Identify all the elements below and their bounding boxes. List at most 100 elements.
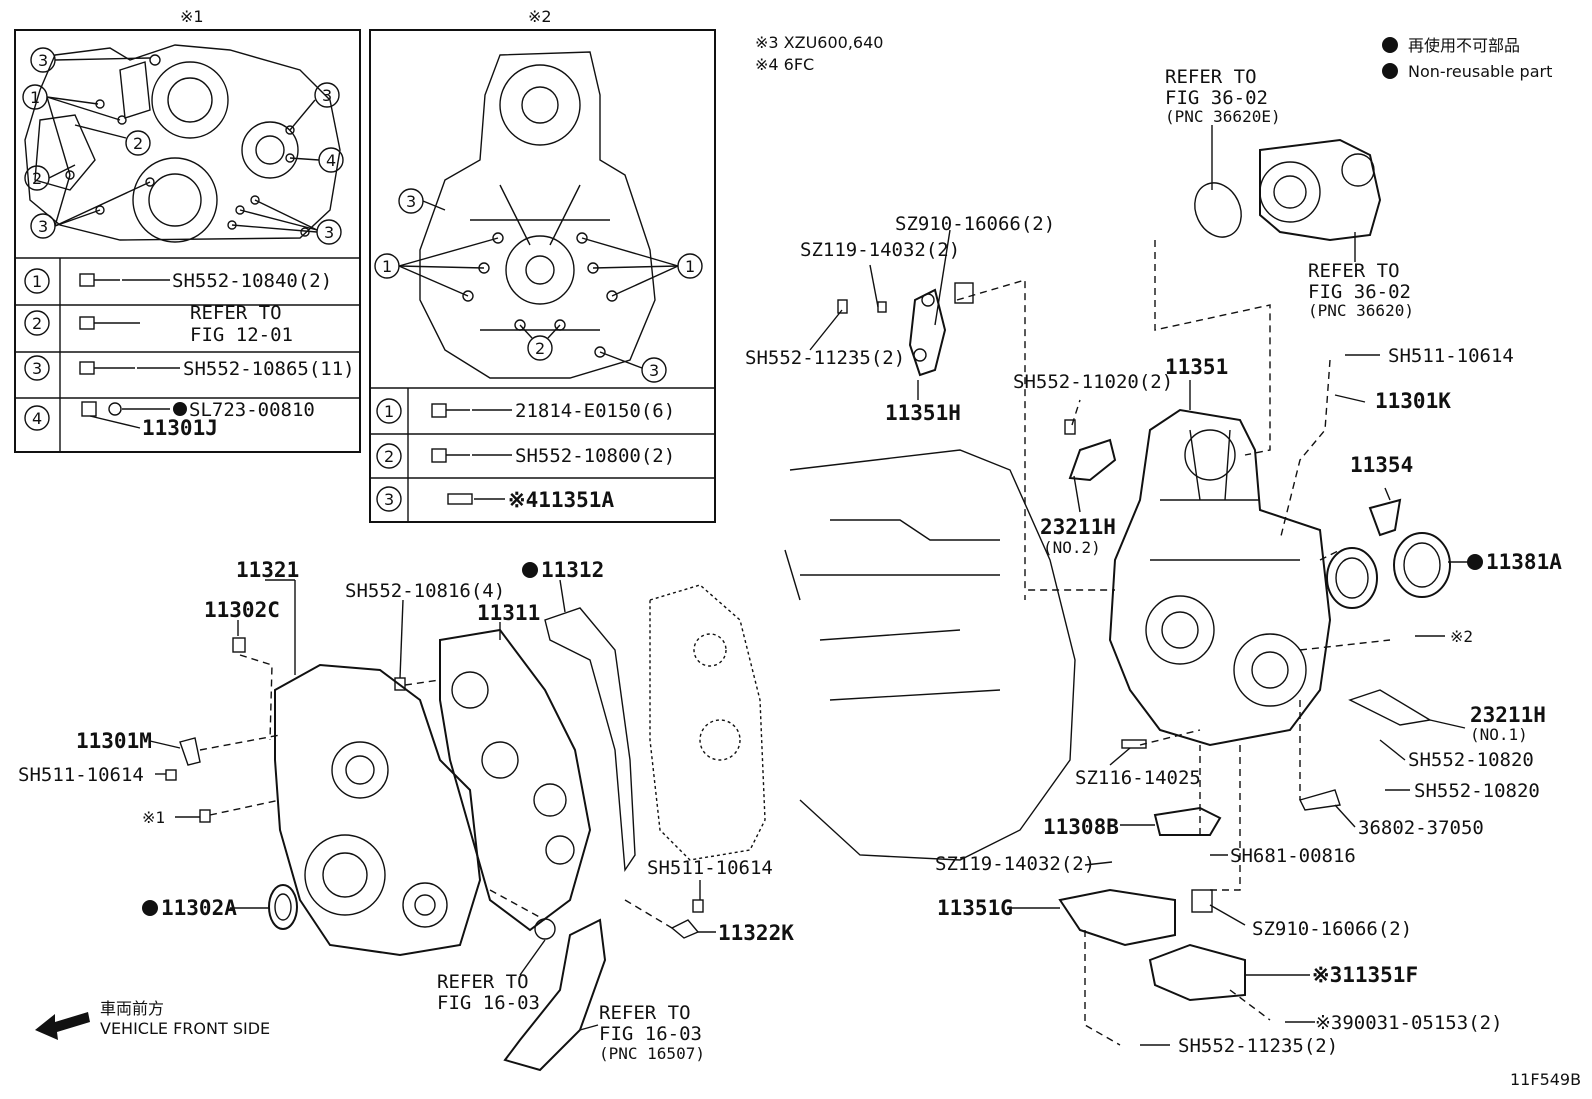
bolt-icon	[199, 809, 211, 823]
label-sh511-10614-right: SH511-10614	[1388, 345, 1514, 367]
svg-text:SL723-00810: SL723-00810	[189, 399, 315, 421]
label-11322K: 11322K	[718, 921, 794, 945]
svg-text:1: 1	[685, 257, 695, 276]
label-11351: 11351	[1165, 355, 1228, 379]
label-11301M: 11301M	[76, 729, 152, 753]
label-11354: 11354	[1350, 453, 1413, 477]
part-labels-left: 11321 11302C SH552-10816(4) 11311 11312 …	[18, 558, 794, 1063]
inset1-frame	[14, 29, 361, 453]
engine-block-outline	[784, 449, 1076, 861]
label-sh511-10614-left: SH511-10614	[18, 764, 144, 786]
front-oil-seal-11302A	[268, 884, 298, 930]
label-23211H-no2: 23211H	[1040, 515, 1116, 539]
label-sh552-10820-a: SH552-10820	[1408, 749, 1534, 771]
svg-text:3: 3	[38, 217, 48, 236]
sensor-11301M	[179, 737, 201, 766]
svg-text:2: 2	[32, 314, 42, 333]
label-11302C: 11302C	[204, 598, 280, 622]
svg-text:3: 3	[38, 51, 48, 70]
svg-text:4: 4	[32, 409, 42, 428]
svg-text:3: 3	[324, 223, 334, 242]
legend-jp: 再使用不可部品	[1408, 36, 1520, 55]
label-11302A: 11302A	[161, 896, 237, 920]
svg-text:1: 1	[382, 257, 392, 276]
svg-text:11301J: 11301J	[142, 416, 218, 440]
label-sz116-14025: SZ116-14025	[1075, 767, 1201, 789]
label-23211H-no1: 23211H	[1470, 703, 1546, 727]
label-11321: 11321	[236, 558, 299, 582]
legend-en: Non-reusable part	[1408, 62, 1552, 81]
svg-text:1: 1	[32, 272, 42, 291]
inset1-row-4: 4 SL723-00810 11301J	[24, 399, 315, 440]
svg-text:3: 3	[322, 86, 332, 105]
label-sh552-11020: SH552-11020(2)	[1013, 371, 1173, 393]
clip-36802	[1298, 789, 1341, 811]
svg-text:4: 4	[326, 151, 336, 170]
label-no2: (NO.2)	[1043, 538, 1101, 557]
inset2-title: ※2	[528, 7, 552, 26]
svg-text:1: 1	[384, 402, 394, 421]
timing-cover-plate-11311	[439, 628, 592, 932]
inset2-callouts: 3 1 1 2 3	[374, 188, 703, 383]
o-ring-left	[534, 918, 556, 940]
inset1-callouts: 3 1 2 2 3 3 4 3	[22, 47, 344, 245]
label-11351H: 11351H	[885, 401, 961, 425]
bracket-23211H-no1	[1348, 689, 1432, 726]
bolt-icon	[692, 899, 704, 913]
label-sz910-bottom: SZ910-16066(2)	[1252, 918, 1412, 940]
label-36802-37050: 36802-37050	[1358, 817, 1484, 839]
oil-seal-11381A	[1393, 532, 1451, 598]
svg-text:3: 3	[384, 490, 394, 509]
label-refer-fig-36-02-b2: FIG 36-02	[1308, 281, 1411, 303]
note-4: ※4 6FC	[755, 55, 814, 74]
part-labels-right: REFER TO FIG 36-02 (PNC 36620E) REFER TO…	[745, 66, 1562, 1057]
svg-text:3: 3	[649, 361, 659, 380]
svg-text:2: 2	[133, 134, 143, 153]
inset1-row-3: 3 SH552-10865(11)	[24, 355, 355, 381]
svg-text:2: 2	[384, 447, 394, 466]
label-refer-fig-16-03-b: REFER TO	[599, 1002, 691, 1024]
label-11351F: ※311351F	[1312, 963, 1418, 987]
label-refer-fig-36-02-a3: (PNC 36620E)	[1165, 107, 1281, 126]
label-refer-fig-16-03-a: REFER TO	[437, 971, 529, 993]
flywheel-housing-sketch	[419, 51, 656, 379]
plate-11322K	[670, 919, 700, 939]
label-sh681-00816: SH681-00816	[1230, 845, 1356, 867]
label-refer-fig-36-02-b: REFER TO	[1308, 260, 1400, 282]
label-sh552-11235-bottom: SH552-11235(2)	[1178, 1035, 1338, 1057]
direction-en: VEHICLE FRONT SIDE	[100, 1019, 270, 1038]
label-sz910-top: SZ910-16066(2)	[895, 213, 1055, 235]
svg-text:21814-E0150(6): 21814-E0150(6)	[515, 400, 675, 422]
inset1-row1-part: SH552-10840(2)	[172, 270, 332, 292]
label-sh511-10614-center: SH511-10614	[647, 857, 773, 879]
svg-text:2: 2	[535, 339, 545, 358]
vehicle-front-arrow: 車両前方 VEHICLE FRONT SIDE	[35, 999, 270, 1040]
svg-text:※411351A: ※411351A	[508, 488, 614, 512]
svg-text:SH552-10800(2): SH552-10800(2)	[515, 445, 675, 467]
label-11301K: 11301K	[1375, 389, 1451, 413]
non-reusable-dot-icon	[142, 900, 158, 916]
label-refer-fig-36-02-b3: (PNC 36620)	[1308, 301, 1414, 320]
label-90031-05153: ※390031-05153(2)	[1315, 1012, 1503, 1034]
inset1-title: ※1	[180, 7, 204, 26]
inset-2: ※2 3 1 1 2 3 1	[369, 7, 716, 523]
oil-seal-11354-area	[1326, 547, 1378, 609]
label-sz119-bottom: SZ119-14032(2)	[935, 853, 1095, 875]
engine-front-dashed	[649, 584, 766, 861]
label-refer-fig-16-03-a2: FIG 16-03	[437, 992, 540, 1014]
inset1-row-1: 1 SH552-10840(2)	[24, 268, 332, 294]
bolt-icon	[1064, 419, 1076, 435]
inset2-row-1: 1 21814-E0150(6)	[376, 398, 675, 424]
inset1-row-2: 2 REFER TO FIG 12-01	[24, 302, 293, 346]
timing-gear-case-11321	[274, 663, 482, 957]
label-refer-fig-36-02-a2: FIG 36-02	[1165, 87, 1268, 109]
label-11312: 11312	[541, 558, 604, 582]
flywheel-housing	[1108, 408, 1332, 747]
plug-11354	[1368, 498, 1402, 537]
label-no1: (NO.1)	[1470, 725, 1528, 744]
inset2-row-3: 3 ※411351A	[376, 486, 614, 512]
leader-lines	[149, 125, 1475, 1046]
inset2-row-2: 2 SH552-10800(2)	[376, 443, 675, 469]
note-3: ※3 XZU600,640	[755, 33, 883, 52]
